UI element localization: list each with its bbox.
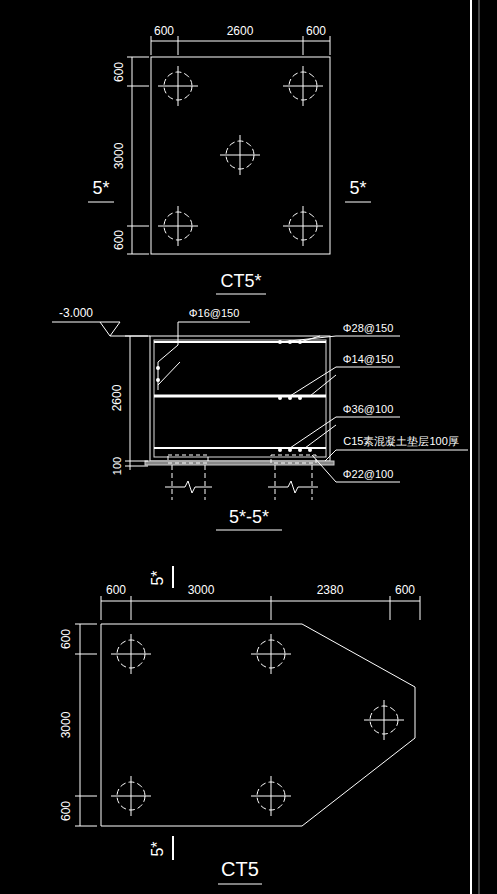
dimension: 3000 <box>113 143 125 170</box>
dimension: 600 <box>113 62 125 82</box>
pile-centerline <box>251 776 291 816</box>
elevation: -3.000 <box>59 307 93 319</box>
rebar-note: Φ22@100 <box>343 469 394 480</box>
dimension: 2380 <box>317 584 344 596</box>
pile-centerline <box>283 206 323 246</box>
section-title: 5*-5* <box>229 508 269 526</box>
dimension: 600 <box>60 629 72 649</box>
note: C15素混凝土垫层100厚 <box>343 436 459 447</box>
rebar-note: Φ36@100 <box>343 404 394 415</box>
pile-centerline <box>111 776 151 816</box>
pile-centerline <box>220 135 260 175</box>
section-mark: 5* <box>92 179 109 197</box>
dimension: 2600 <box>111 385 123 412</box>
pile-centerline <box>111 634 151 674</box>
dimension: 3000 <box>188 584 215 596</box>
dimension: 2600 <box>227 25 254 37</box>
dimension: 600 <box>106 584 126 596</box>
drawing-title: CT5* <box>220 272 261 290</box>
pile-centerline <box>158 66 198 106</box>
rebar-note: Φ16@150 <box>189 308 240 319</box>
pile-centerline <box>364 700 404 740</box>
drawing-title: CT5 <box>221 859 259 879</box>
rebar-note: Φ28@150 <box>343 323 394 334</box>
dimension: 100 <box>112 457 123 475</box>
cap-outline <box>151 57 330 254</box>
pile-centerline <box>158 206 198 246</box>
dimension: 600 <box>306 25 326 37</box>
section-mark: 5* <box>349 179 366 197</box>
section-mark: 5* <box>150 570 166 585</box>
section-mark: 5* <box>150 841 166 856</box>
dimension: 600 <box>60 801 72 821</box>
dimension: 3000 <box>60 712 72 739</box>
dimension: 600 <box>113 230 125 250</box>
rebar-note: Φ14@150 <box>343 354 394 365</box>
pile-centerline <box>283 66 323 106</box>
pile-centerline <box>251 634 291 674</box>
dimension: 600 <box>154 25 174 37</box>
dimension: 600 <box>395 584 415 596</box>
